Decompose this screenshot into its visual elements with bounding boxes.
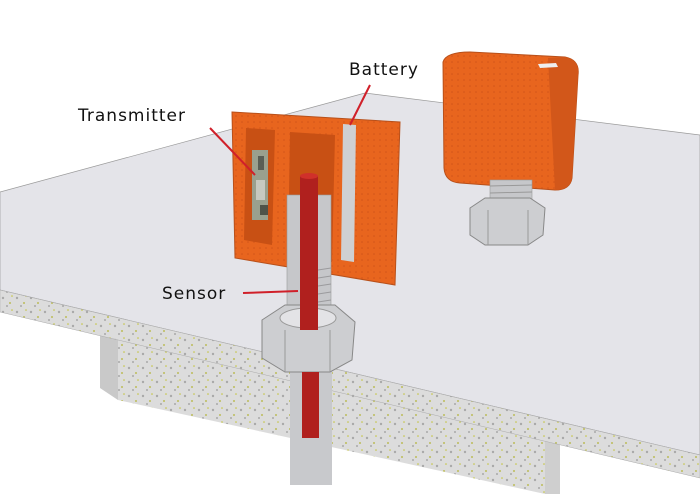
battery-label: Battery	[349, 60, 419, 80]
hex-nut	[261, 304, 356, 373]
transmitter-leader-line	[209, 127, 256, 176]
sensor-leader-line	[242, 290, 299, 294]
transmitter-board	[252, 150, 268, 220]
sensor-rod	[300, 173, 319, 438]
battery-unit	[442, 51, 579, 246]
sensor-label: Sensor	[162, 284, 227, 304]
battery-leader-line	[349, 84, 371, 126]
battery-slot	[341, 124, 356, 262]
transmitter-label: Transmitter	[78, 106, 186, 126]
